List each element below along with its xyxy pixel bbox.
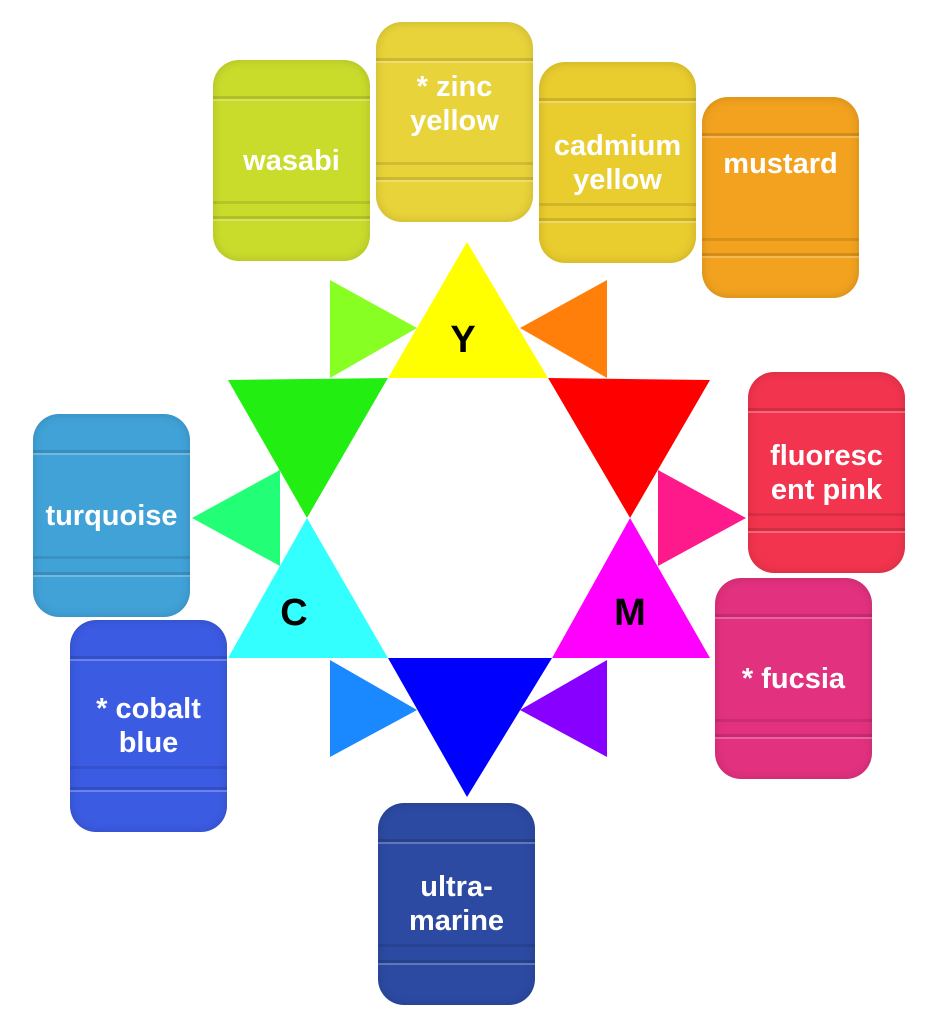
triangle-magenta	[552, 518, 710, 658]
label-m: M	[614, 592, 646, 634]
card-label: ultra-	[420, 871, 493, 903]
card-turquoise: turquoise	[33, 414, 190, 617]
card-label: yellow	[573, 163, 662, 196]
triangle-red	[548, 378, 710, 518]
card-label: wasabi	[243, 144, 340, 177]
triangle-blue	[388, 658, 552, 797]
card-label: * cobalt	[96, 693, 201, 725]
card-label: yellow	[410, 105, 499, 137]
triangle-yellow	[388, 242, 548, 378]
card-fucsia: * fucsia	[715, 578, 872, 779]
center-hexagon	[307, 378, 630, 658]
card-label: ent pink	[770, 473, 883, 506]
triangle-rose	[658, 470, 746, 566]
card-label: * zinc	[416, 71, 493, 103]
card-label: * fucsia	[741, 662, 846, 695]
triangle-spring-green	[192, 470, 280, 566]
triangle-orange	[520, 280, 607, 378]
card-label: cadmium	[553, 129, 682, 162]
card-label: mustard	[723, 148, 838, 180]
card-label: marine	[408, 905, 505, 937]
card-label: turquoise	[45, 499, 178, 532]
card-label: fluoresc	[770, 439, 883, 472]
card-wasabi: wasabi	[213, 60, 370, 261]
label-y: Y	[450, 319, 475, 361]
label-c: C	[280, 592, 307, 634]
triangle-azure	[330, 660, 417, 757]
triangle-green	[228, 378, 388, 518]
card-ultramarine: ultra-marine	[378, 803, 535, 1005]
card-mustard: mustard	[702, 97, 859, 298]
card-label: blue	[118, 727, 179, 759]
triangle-violet	[520, 660, 607, 757]
triangle-cyan	[228, 518, 388, 658]
triangle-chartreuse	[330, 280, 417, 378]
